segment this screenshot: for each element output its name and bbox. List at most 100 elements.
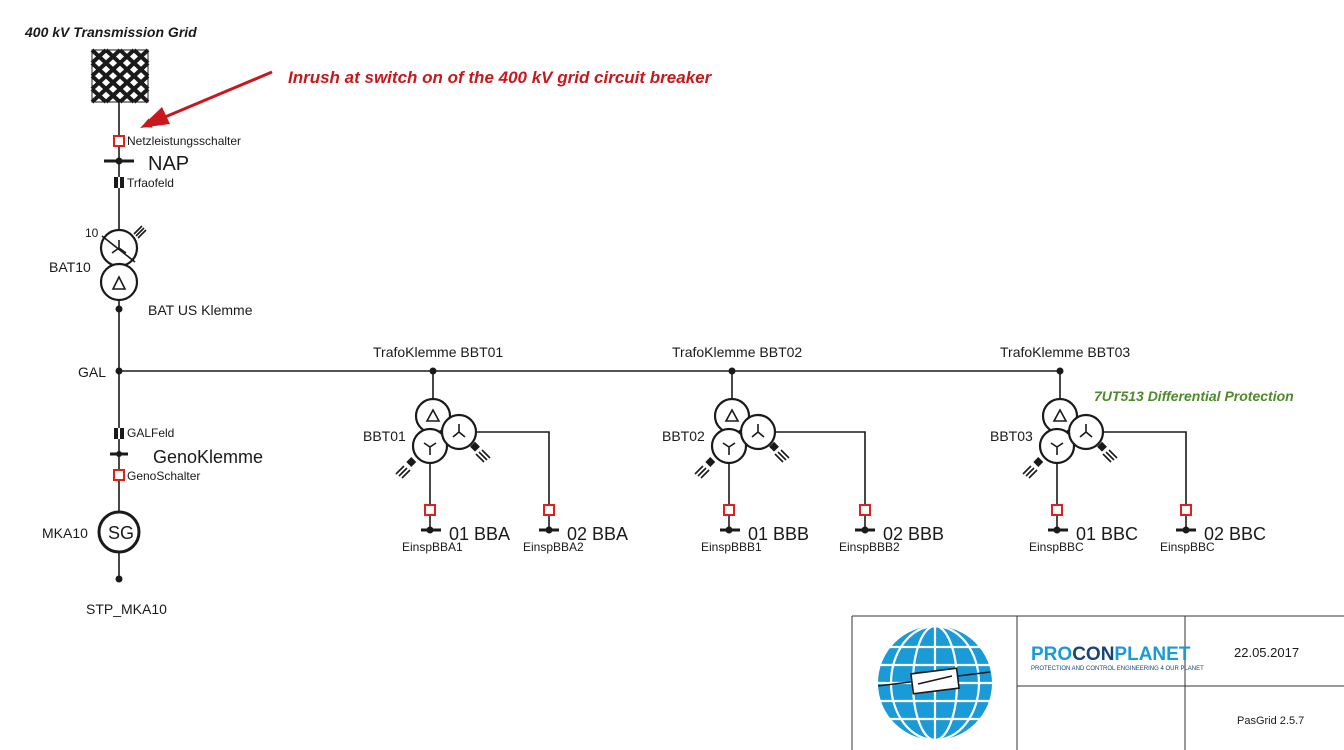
lv1-node bbox=[426, 526, 434, 534]
branch-transformer-name: BBT02 bbox=[662, 428, 705, 444]
lv1-node bbox=[1053, 526, 1061, 534]
external-grid-icon bbox=[90, 48, 150, 104]
delta-symbol-icon bbox=[425, 408, 441, 422]
lv2-circuit-breaker[interactable] bbox=[859, 504, 871, 516]
field-breaker-gap bbox=[118, 177, 120, 188]
transformer-field-label: Trfaofeld bbox=[127, 176, 174, 190]
star-point-node bbox=[115, 575, 123, 583]
branch-terminal-label: TrafoKlemme BBT01 bbox=[373, 344, 503, 360]
brand-pro: PRO bbox=[1031, 644, 1072, 665]
nap-label: NAP bbox=[148, 153, 189, 175]
generator-breaker[interactable] bbox=[113, 469, 125, 481]
star-point-label: STP_MKA10 bbox=[86, 601, 167, 617]
earthing-switch-icon bbox=[1097, 441, 1107, 452]
tap-position: 10 bbox=[85, 226, 99, 240]
annotation-text: Inrush at switch on of the 400 kV grid c… bbox=[288, 68, 713, 87]
generator-name: MKA10 bbox=[42, 525, 88, 541]
branch-terminal-label: TrafoKlemme BBT03 bbox=[1000, 344, 1130, 360]
star-symbol-icon bbox=[452, 424, 466, 438]
nap-node bbox=[115, 157, 123, 165]
brand-planet: PLANET bbox=[1114, 644, 1190, 665]
grid-circuit-breaker[interactable] bbox=[113, 135, 125, 147]
earthing-switch-icon bbox=[406, 457, 417, 467]
geno-terminal-node bbox=[116, 451, 122, 457]
lv1-circuit-breaker[interactable] bbox=[1051, 504, 1063, 516]
main-transformer-name: BAT10 bbox=[49, 259, 91, 275]
lv2-node bbox=[1182, 526, 1190, 534]
lv2-feeder-label: EinspBBA2 bbox=[523, 540, 584, 554]
lv2-line bbox=[476, 431, 550, 530]
protection-note: 7UT513 Differential Protection bbox=[1094, 388, 1294, 404]
star-symbol-icon bbox=[1079, 424, 1093, 438]
branch-transformer-name: BBT03 bbox=[990, 428, 1033, 444]
earthing-switch-icon bbox=[705, 457, 716, 467]
gal-label: GAL bbox=[78, 364, 106, 380]
lv2-bus-label: 02 BBC bbox=[1204, 524, 1266, 544]
gal-node bbox=[115, 367, 123, 375]
lv2-line bbox=[1103, 431, 1187, 530]
main-transformer-bat10[interactable] bbox=[99, 225, 147, 302]
ground-icon bbox=[475, 449, 491, 463]
lv2-circuit-breaker[interactable] bbox=[543, 504, 555, 516]
three-winding-transformer[interactable] bbox=[694, 397, 790, 479]
lv2-feeder-label: EinspBBB2 bbox=[839, 540, 900, 554]
ground-icon bbox=[1022, 465, 1038, 479]
bat-us-terminal-label: BAT US Klemme bbox=[148, 302, 253, 318]
generator-symbol: SG bbox=[108, 523, 134, 543]
lv2-node bbox=[861, 526, 869, 534]
earthing-switch-icon bbox=[769, 441, 779, 452]
geno-terminal-label: GenoKlemme bbox=[153, 447, 263, 467]
star-symbol-icon bbox=[1050, 442, 1064, 455]
lv1-feeder-label: EinspBBA1 bbox=[402, 540, 463, 554]
ground-icon bbox=[1102, 449, 1118, 463]
lv1-feeder-label: EinspBBC bbox=[1029, 540, 1084, 554]
title-block-date: 22.05.2017 bbox=[1234, 645, 1299, 660]
brand-con: CON bbox=[1072, 644, 1114, 665]
lv2-feeder-label: EinspBBC bbox=[1160, 540, 1215, 554]
delta-symbol-icon bbox=[1052, 408, 1068, 422]
annotation-arrowhead bbox=[140, 107, 170, 128]
globe-logo-icon bbox=[877, 624, 992, 742]
bat-us-terminal-node bbox=[115, 305, 123, 313]
star-symbol-icon bbox=[722, 442, 736, 455]
delta-symbol-icon bbox=[724, 408, 740, 422]
grid-breaker-label: Netzleistungsschalter bbox=[127, 134, 241, 148]
branch-terminal-label: TrafoKlemme BBT02 bbox=[672, 344, 802, 360]
three-winding-transformer[interactable] bbox=[395, 397, 491, 479]
star-symbol-icon bbox=[751, 424, 765, 438]
gal-field-label: GALFeld bbox=[127, 426, 174, 440]
earthing-switch-icon bbox=[470, 441, 480, 452]
lv1-bus-label: 01 BBC bbox=[1076, 524, 1138, 544]
ground-icon bbox=[395, 465, 411, 479]
lv1-circuit-breaker[interactable] bbox=[723, 504, 735, 516]
earthing-switch-icon bbox=[1033, 457, 1044, 467]
ground-icon bbox=[774, 449, 790, 463]
lv2-line bbox=[775, 431, 866, 530]
three-winding-transformer[interactable] bbox=[1022, 397, 1118, 479]
gal-field-gap bbox=[118, 428, 120, 439]
lv2-circuit-breaker[interactable] bbox=[1180, 504, 1192, 516]
synchronous-generator[interactable] bbox=[97, 510, 141, 554]
ground-icon bbox=[694, 465, 710, 479]
lv2-bus-label: 02 BBA bbox=[567, 524, 628, 544]
title-block-version: PasGrid 2.5.7 bbox=[1237, 715, 1304, 727]
lv2-node bbox=[545, 526, 553, 534]
lv1-bus-label: 01 BBB bbox=[748, 524, 809, 544]
lv1-feeder-label: EinspBBB1 bbox=[701, 540, 762, 554]
lv2-bus-label: 02 BBB bbox=[883, 524, 944, 544]
lv1-bus-label: 01 BBA bbox=[449, 524, 510, 544]
lv1-circuit-breaker[interactable] bbox=[424, 504, 436, 516]
branch-transformer-name: BBT01 bbox=[363, 428, 406, 444]
generator-breaker-label: GenoSchalter bbox=[127, 469, 200, 483]
brand-logo: PROCONPLANET bbox=[1031, 644, 1191, 665]
annotation-arrow bbox=[141, 70, 273, 128]
grid-title: 400 kV Transmission Grid bbox=[24, 24, 197, 40]
brand-tagline: PROTECTION AND CONTROL ENGINEERING 4 OUR… bbox=[1031, 666, 1204, 672]
star-symbol-icon bbox=[423, 442, 437, 455]
lv1-node bbox=[725, 526, 733, 534]
